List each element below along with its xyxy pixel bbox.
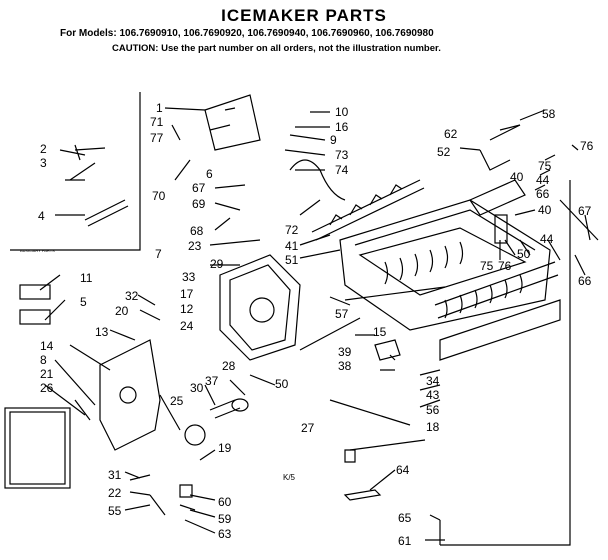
part-label: 73 [335,148,349,162]
part-label: 26 [40,381,54,395]
part-label: 76 [498,259,512,273]
part-label: 66 [536,187,550,201]
part-label: 29 [210,257,224,271]
part-label: 61 [398,534,412,548]
inset-caption: AUXILIARY PARTS [20,248,55,253]
caution-line: CAUTION: Use the part number on all orde… [112,43,441,54]
part-label: 9 [330,133,337,147]
part-label: 67 [192,181,206,195]
part-label: 24 [180,319,194,333]
part-label: 19 [218,441,232,455]
part-label: 39 [338,345,352,359]
part-label: 1 [156,101,163,115]
part-label: 68 [190,224,204,238]
part-label: 31 [108,468,122,482]
models-line: For Models: 106.7690910, 106.7690920, 10… [60,28,434,39]
part-label: 64 [396,463,410,477]
part-label: 21 [40,367,54,381]
part-label: 6 [206,167,213,181]
part-label: 51 [285,253,299,267]
part-label: 62 [444,127,458,141]
part-label: 15 [373,325,387,339]
part-label: 7 [155,247,162,261]
part-label: 12 [180,302,194,316]
part-label: 32 [125,289,139,303]
part-label: 2 [40,142,47,156]
part-label: 16 [335,120,349,134]
part-label: 13 [95,325,109,339]
part-label: 58 [542,107,556,121]
part-label: 18 [426,420,440,434]
part-label: 22 [108,486,122,500]
part-label: 72 [285,223,299,237]
part-label: 75 [538,159,552,173]
part-label: 77 [150,131,164,145]
part-label: 41 [285,239,299,253]
part-label: 44 [536,173,550,187]
part-label: 57 [335,307,349,321]
part-label: 38 [338,359,352,373]
part-label: 10 [335,105,349,119]
part-label: 37 [205,374,219,388]
part-label: 71 [150,115,164,129]
part-label: 59 [218,512,232,526]
part-label: 30 [190,381,204,395]
part-label: 44 [540,232,554,246]
part-label: 20 [115,304,129,318]
part-label: 74 [335,163,349,177]
part-label: 50 [517,247,531,261]
part-label: 14 [40,339,54,353]
part-label: 27 [301,421,315,435]
part-label: 50 [275,377,289,391]
part-label: 63 [218,527,232,541]
part-label: 60 [218,495,232,509]
part-label: 40 [510,170,524,184]
part-label: 75 [480,259,494,273]
part-label: 5 [80,295,87,309]
part-label: 56 [426,403,440,417]
part-label: 76 [580,139,594,153]
part-label: 8 [40,353,47,367]
part-label: 25 [170,394,184,408]
part-label: 11 [80,271,93,285]
part-label: 3 [40,156,47,170]
part-label: 69 [192,197,206,211]
part-label: 43 [426,388,440,402]
part-label: 34 [426,374,440,388]
part-label: 66 [578,274,592,288]
part-label: 52 [437,145,451,159]
part-label: 28 [222,359,236,373]
part-label: 67 [578,204,592,218]
part-label: 55 [108,504,122,518]
part-label: 23 [188,239,202,253]
page-mark: K/5 [283,473,296,482]
part-label: 4 [38,209,45,223]
page-title: ICEMAKER PARTS [221,6,387,25]
part-label: 70 [152,189,166,203]
part-label: 17 [180,287,194,301]
part-label: 33 [182,270,196,284]
part-label: 65 [398,511,412,525]
part-label: 40 [538,203,552,217]
